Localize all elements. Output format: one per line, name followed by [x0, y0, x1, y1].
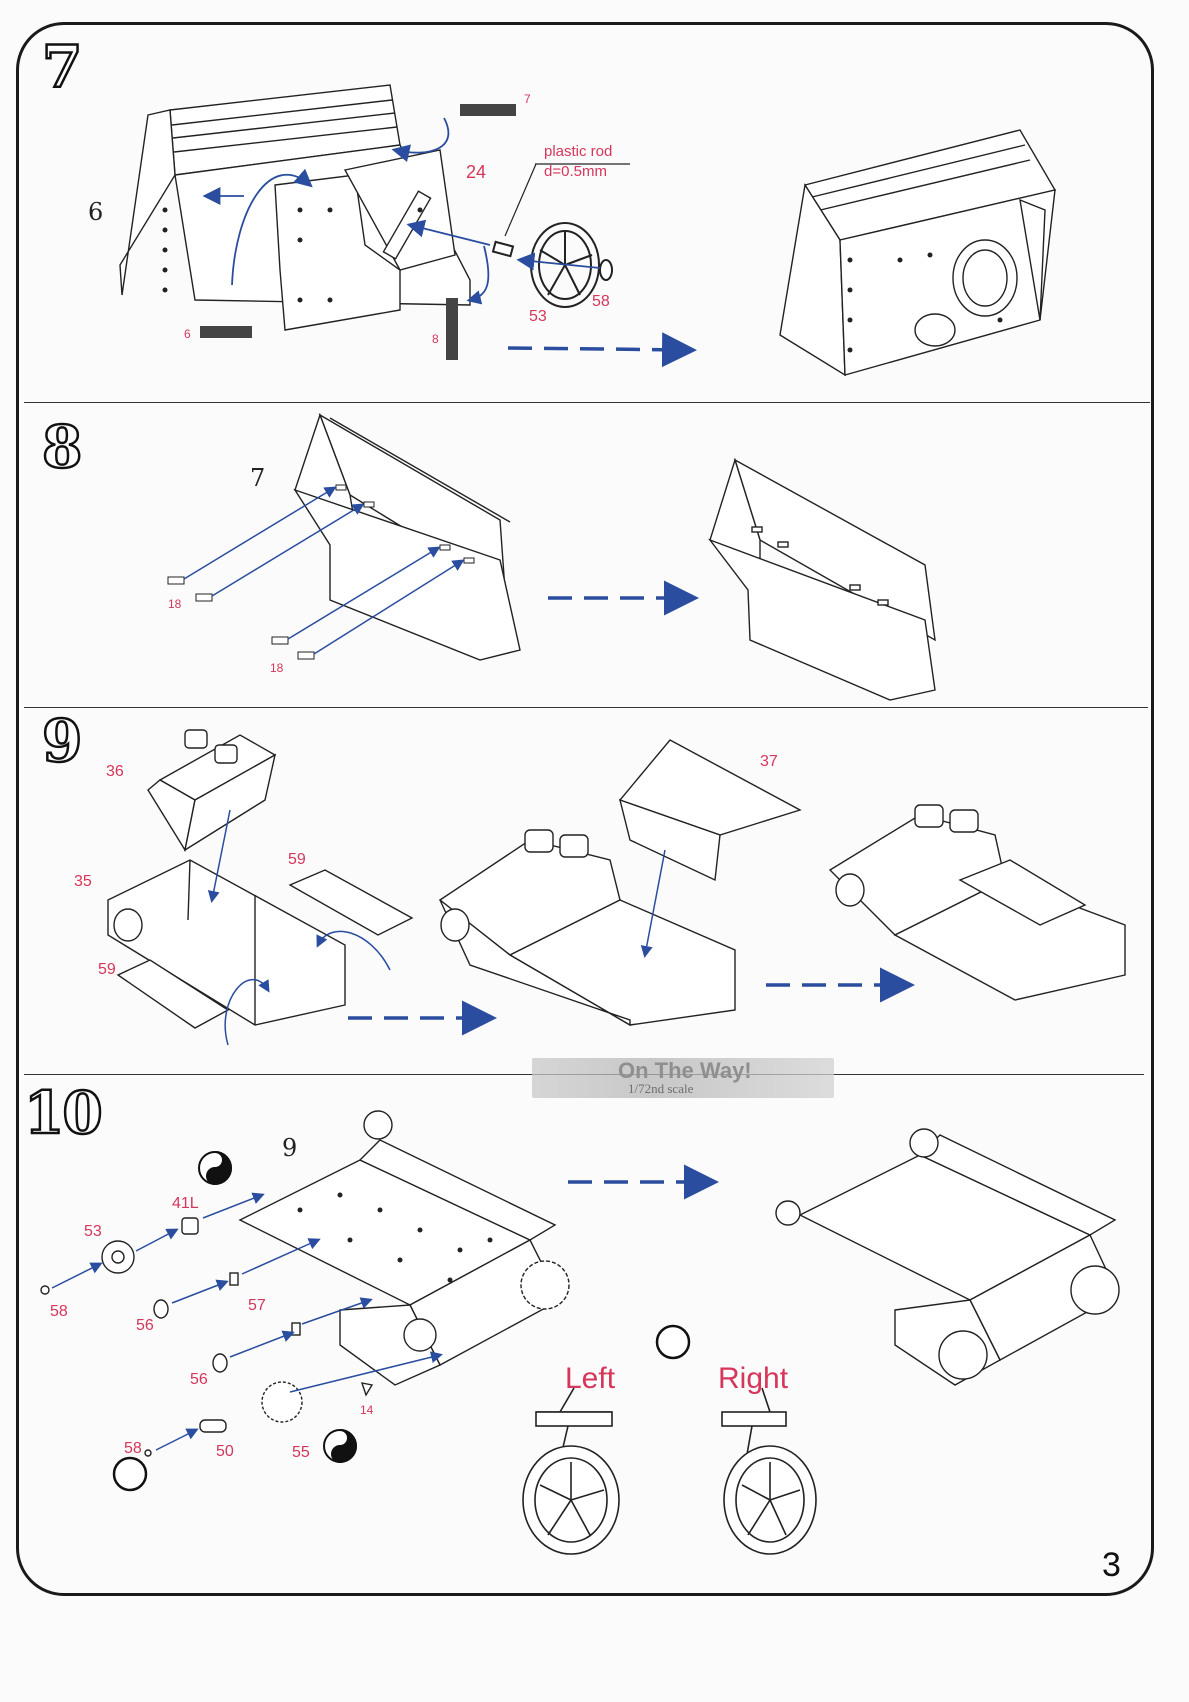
- step9-hull-35: [107, 859, 346, 1026]
- page-number: 3: [1102, 1546, 1121, 1584]
- step7-drive-wheel: [491, 222, 613, 308]
- step10-result: [775, 1128, 1120, 1386]
- part-label-53: 53: [84, 1223, 102, 1240]
- part-label-18: 18: [270, 661, 284, 675]
- step10-rivets: [297, 1192, 493, 1283]
- plastic-rod-label: plastic rod: [544, 143, 613, 160]
- step10-ref-label: 9: [282, 1134, 298, 1162]
- part-label-41L: 41L: [172, 1195, 199, 1212]
- part-label-58: 58: [124, 1440, 142, 1457]
- part-label-6: 6: [184, 327, 191, 341]
- step10-chassis: [238, 1110, 570, 1386]
- part-label-36: 36: [106, 763, 124, 780]
- part-label-59: 59: [98, 961, 116, 978]
- step7-ref-label: 6: [88, 198, 104, 226]
- step-number-10: 10: [23, 1079, 104, 1147]
- part-label-35: 35: [74, 873, 92, 890]
- step8-result: [707, 457, 936, 701]
- part-label-58: 58: [50, 1303, 68, 1320]
- part-label-50: 50: [216, 1443, 234, 1460]
- step7-result: [779, 129, 1057, 377]
- part-label-7: 7: [524, 92, 531, 106]
- part-label-59: 59: [288, 851, 306, 868]
- step8-ref-label: 7: [250, 464, 266, 492]
- part-label-18: 18: [168, 597, 182, 611]
- part-label-57: 57: [248, 1297, 266, 1314]
- part-label-53: 53: [529, 308, 547, 325]
- step-number-9: 9: [41, 707, 84, 775]
- step9-hull-37-part: [618, 739, 802, 882]
- part-label-24: 24: [466, 162, 487, 182]
- part-label-58: 58: [592, 293, 610, 310]
- question-icon: [112, 1456, 148, 1492]
- watermark-scale: 1/72nd scale: [628, 1081, 694, 1096]
- part-label-55: 55: [292, 1444, 310, 1461]
- right-side-label: Right: [718, 1362, 789, 1395]
- step-divider: [24, 402, 1150, 403]
- part-label-37: 37: [760, 753, 778, 770]
- step9-plates-59: [116, 869, 414, 1029]
- page-frame: [16, 22, 1154, 1596]
- watermark-banner: [532, 1058, 834, 1098]
- step8-arrows: [183, 486, 465, 655]
- warning-icon: [655, 1324, 691, 1360]
- step-number-8: 8: [41, 413, 84, 481]
- step7-arrows: [202, 117, 601, 305]
- part-label-56: 56: [190, 1371, 208, 1388]
- step9-result: [828, 804, 1126, 1001]
- step-divider: [24, 707, 1148, 708]
- step9-arrows: [207, 809, 391, 1046]
- part-label-8: 8: [432, 332, 439, 346]
- part-label-56: 56: [136, 1317, 154, 1334]
- step7-rivets: [162, 207, 423, 303]
- step9-arrow-2: [640, 849, 666, 958]
- plastic-rod-leader: [504, 163, 537, 237]
- yin-yang-icon: [198, 1151, 357, 1464]
- step7-hull-rear: [119, 84, 471, 331]
- rod-diameter-label: d=0.5mm: [544, 163, 607, 180]
- step10-arrows: [51, 1192, 443, 1451]
- step7-photo-etch: [200, 104, 516, 360]
- step9-turret-36: [147, 729, 277, 852]
- step10-wheel-details: [522, 1387, 817, 1555]
- watermark-title: On The Way!: [618, 1058, 752, 1083]
- step8-hull-side: [293, 412, 521, 661]
- left-side-label: Left: [565, 1362, 616, 1395]
- step-number-7: 7: [41, 33, 84, 101]
- step7-result-arrow: [507, 332, 697, 368]
- step9-assembled-mid: [438, 829, 736, 1027]
- step7-result-rivets: [847, 252, 1003, 353]
- step8-small-parts: [167, 576, 315, 660]
- part-label-14: 14: [360, 1403, 374, 1417]
